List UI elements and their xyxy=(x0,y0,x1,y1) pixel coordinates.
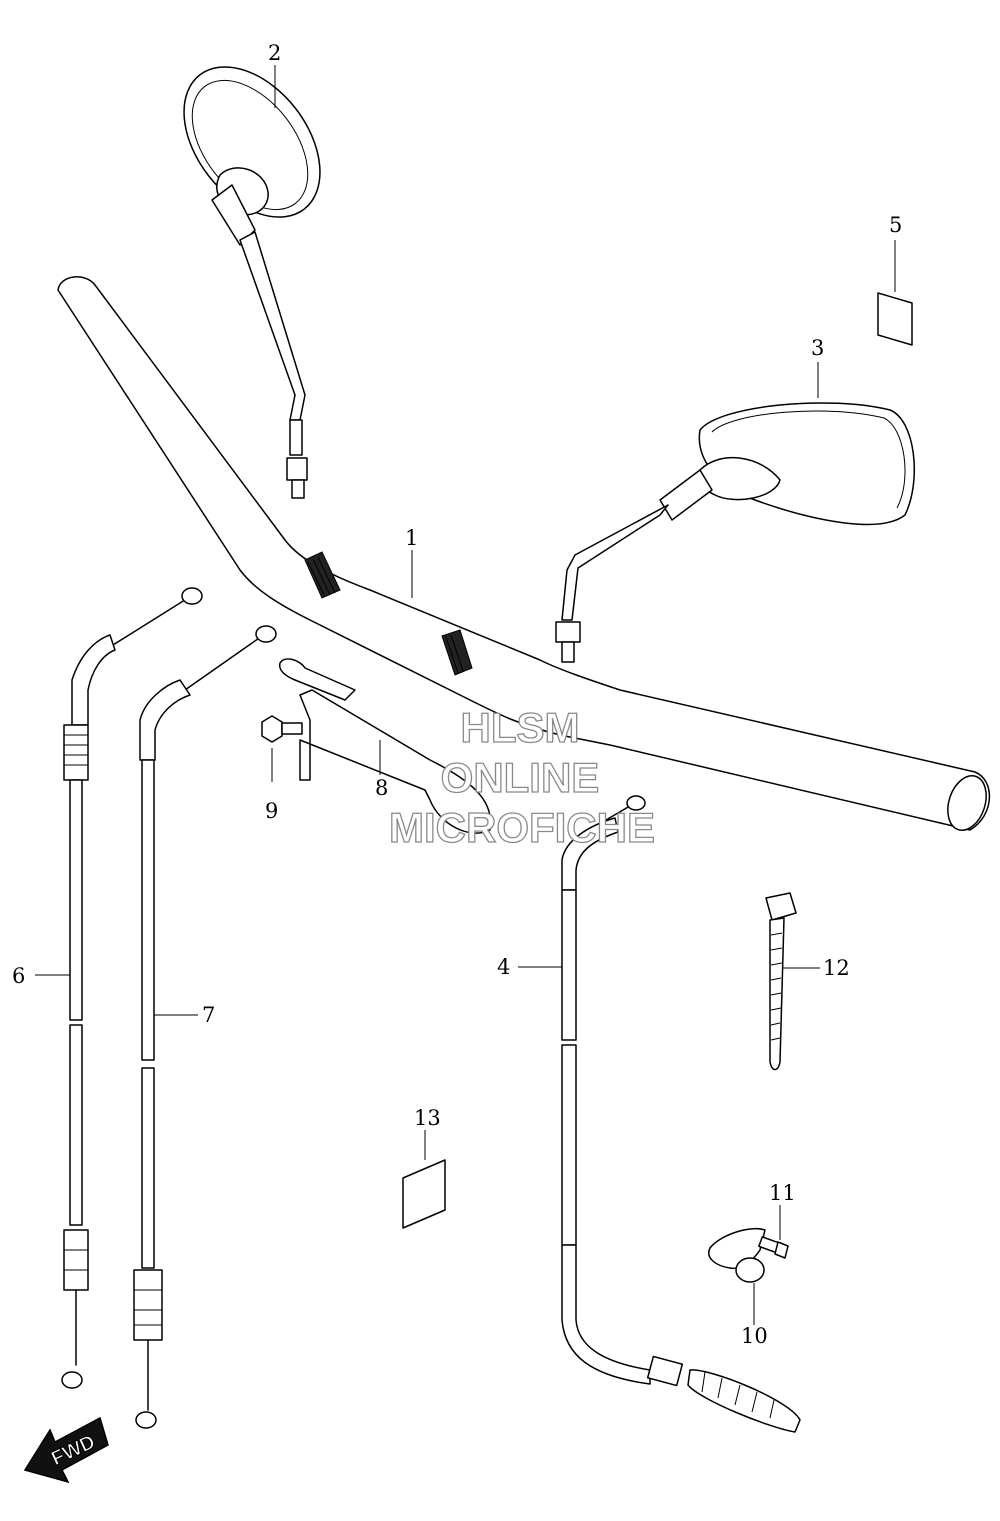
callout-5: 5 xyxy=(889,213,902,237)
callout-3: 3 xyxy=(811,336,824,360)
leader-lines xyxy=(35,65,896,1325)
fwd-direction-badge: FWD xyxy=(23,1416,109,1484)
right-mirror-part xyxy=(555,402,915,663)
callout-13: 13 xyxy=(414,1106,441,1130)
left-mirror-part xyxy=(183,66,321,499)
throttle-cable-part-6 xyxy=(61,587,203,1389)
clamp-part-10 xyxy=(708,1228,766,1283)
callout-11: 11 xyxy=(769,1181,796,1205)
callout-numbers: 1 2 3 4 5 6 7 8 9 10 11 12 13 xyxy=(12,41,902,1348)
callout-7: 7 xyxy=(202,1003,215,1027)
watermark-line-2: ONLINE xyxy=(441,754,600,801)
handlebar-part xyxy=(57,276,991,831)
watermark-line-3: MICROFICHE xyxy=(389,804,655,851)
callout-1: 1 xyxy=(405,526,418,550)
label-sticker-part-13 xyxy=(402,1159,446,1229)
label-sticker-part-5 xyxy=(877,292,913,346)
callout-2: 2 xyxy=(268,41,281,65)
knurl-band-right xyxy=(441,629,473,676)
cable-tie-part-12 xyxy=(765,892,797,1071)
callout-6: 6 xyxy=(12,964,25,988)
watermark-line-1: HLSM xyxy=(461,704,580,751)
knurl-band-left xyxy=(304,551,341,599)
bolt-part-9 xyxy=(261,715,303,743)
callout-12: 12 xyxy=(823,956,850,980)
cable-guide-bracket-part xyxy=(278,658,492,834)
callout-10: 10 xyxy=(741,1324,768,1348)
screw-part-11 xyxy=(758,1236,789,1259)
forward-arrow-icon xyxy=(23,1416,109,1484)
callout-8: 8 xyxy=(375,776,388,800)
callout-4: 4 xyxy=(497,955,510,979)
callout-9: 9 xyxy=(265,799,278,823)
watermark: HLSM ONLINE MICROFICHE xyxy=(388,703,655,851)
throttle-cable-part-7 xyxy=(133,625,277,1429)
clutch-cable-part-4 xyxy=(561,795,801,1433)
